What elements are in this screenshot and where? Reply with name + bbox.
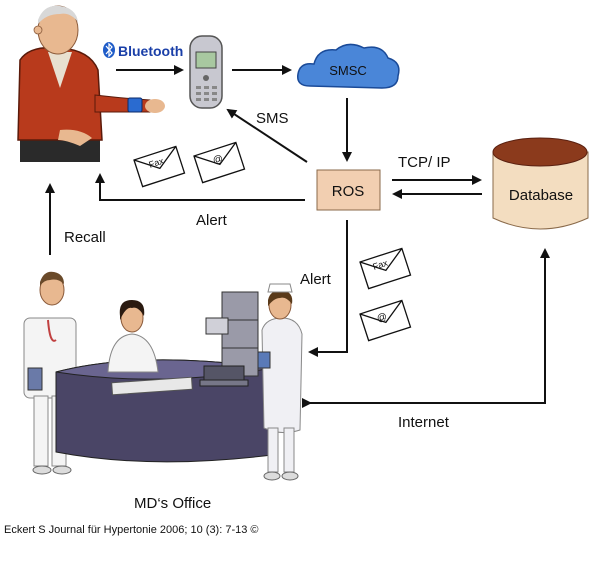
tcpip-label: TCP/ IP (398, 154, 451, 171)
computer-icon (199, 365, 249, 387)
keyboard-icon (111, 376, 193, 396)
sms-label: SMS (256, 110, 289, 127)
bluetooth-icon (103, 42, 115, 58)
receptionist-figure (107, 300, 159, 373)
email-label-2: @ (376, 311, 389, 325)
smsc-label: SMSC (329, 63, 367, 78)
smsc-cloud (297, 43, 400, 89)
recall-label: Recall (64, 229, 106, 246)
filing-cabinet-icon (205, 291, 259, 377)
arrow-ros-to-phone (226, 108, 308, 163)
nurse-figure (257, 283, 303, 481)
ros-box (316, 169, 381, 211)
fax-label-2: Fax (372, 258, 390, 272)
fax-envelope-icon-2 (359, 247, 412, 290)
database-label: Database (509, 187, 573, 204)
arrow-internet (302, 248, 550, 408)
email-envelope-icon-2 (359, 299, 412, 342)
bluetooth-label: Bluetooth (118, 43, 183, 59)
ros-label: ROS (332, 183, 365, 200)
fax-envelope-icon (133, 145, 186, 188)
patient-figure (17, 5, 165, 162)
office-label: MD‘s Office (134, 495, 211, 512)
email-envelope-icon (193, 141, 246, 184)
mobile-phone-icon (189, 35, 223, 109)
citation-footer: Eckert S Journal für Hypertonie 2006; 10… (4, 524, 259, 536)
alert-label-bottom: Alert (300, 271, 332, 288)
email-label: @ (212, 153, 225, 167)
alert-label-top: Alert (196, 212, 228, 229)
fax-label: Fax (148, 156, 166, 170)
database-cylinder (492, 137, 589, 230)
arrow-alert-to-patient (95, 173, 305, 201)
internet-label: Internet (398, 414, 450, 431)
system-diagram: Bluetooth SMSC ROS Database Fax (17, 5, 589, 512)
